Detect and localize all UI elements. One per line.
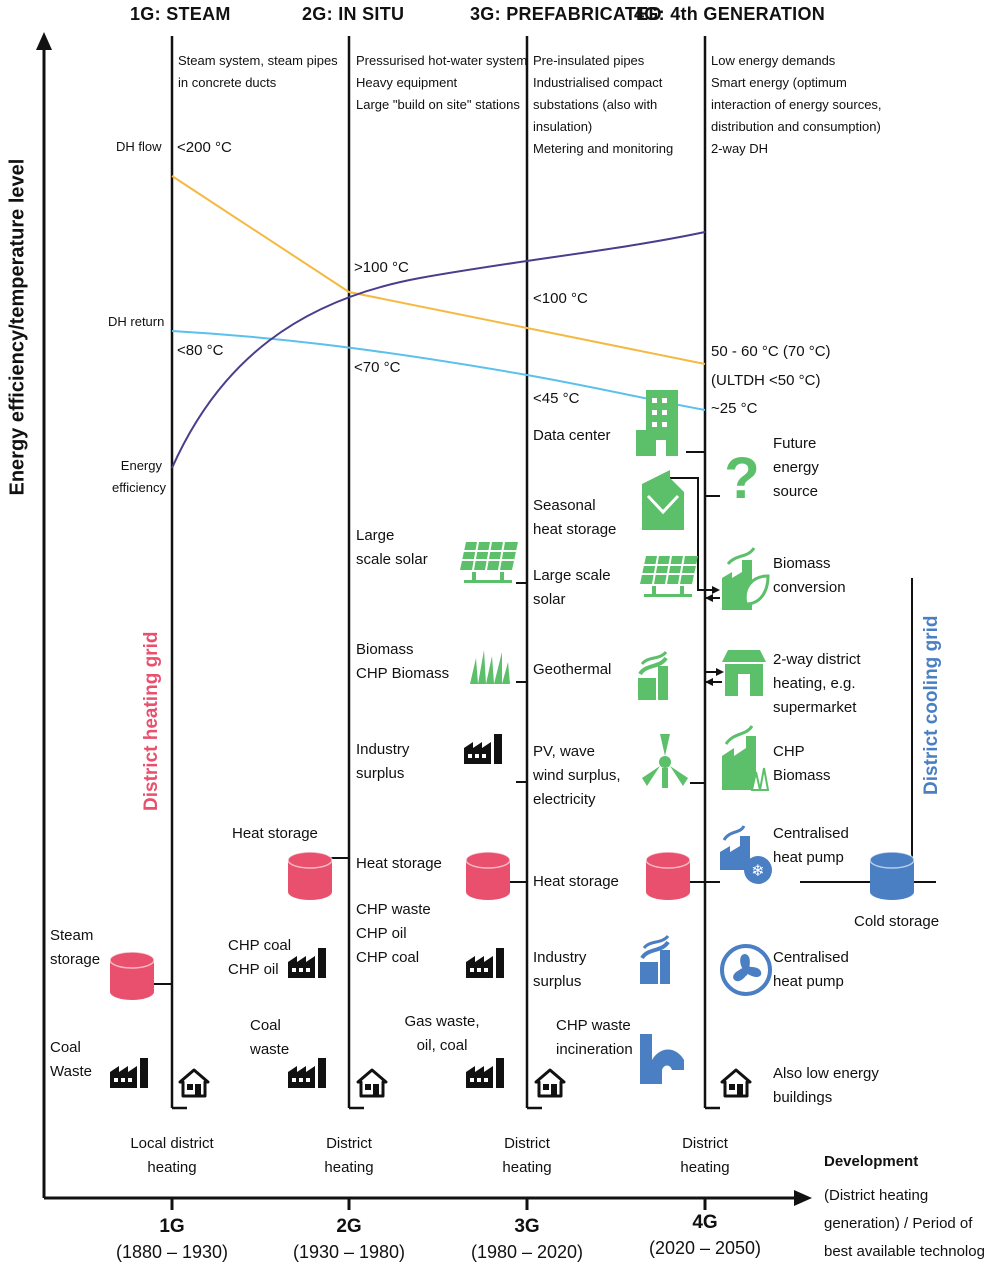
- g3-large-solar-label: Large scale solar: [356, 527, 428, 568]
- description-1g: Steam system, steam pipes in concrete du…: [178, 53, 338, 90]
- network-3g: District heating: [502, 1135, 552, 1176]
- industry-factory-icon: [464, 734, 502, 764]
- heat-storage-icon: [645, 851, 691, 901]
- geothermal-label: Geothermal: [533, 661, 612, 678]
- supermarket-icon: [722, 650, 766, 696]
- x-axis-label-bold: Development: [824, 1153, 919, 1170]
- y-axis-label: Energy efficiency/temperature level: [6, 158, 29, 496]
- g4-large-solar-label: Large scale solar: [533, 567, 611, 608]
- header-1g: 1G: STEAM: [130, 4, 231, 24]
- g3-gas-waste-label: Gas waste, oil, coal: [404, 1013, 480, 1054]
- coal-waste-label: Coal Waste: [50, 1039, 92, 1080]
- temp-g3-flow: <100 °C: [533, 290, 588, 307]
- bottom-label-4g: 4G: [692, 1212, 718, 1233]
- house-icon: [534, 1068, 566, 1098]
- description-2g: Pressurised hot-water system Heavy equip…: [356, 53, 528, 112]
- chp-biomass-label: CHP Biomass: [773, 743, 831, 784]
- x-axis-label-rest: (District heating generation) / Period o…: [824, 1187, 984, 1260]
- house-icon: [178, 1068, 210, 1098]
- temp-g2-return: <70 °C: [354, 359, 401, 376]
- chp-biomass-icon: [722, 725, 770, 791]
- question-mark-icon: ?: [724, 446, 759, 511]
- period-4g: (2020 – 2050): [648, 1238, 762, 1258]
- dh-flow-line: [171, 175, 706, 365]
- fan-heat-pump-icon: [720, 944, 772, 996]
- factory-icon: [288, 948, 326, 978]
- data-center-icon: [636, 390, 678, 456]
- chp-coal-oil-label: CHP coal CHP oil: [228, 937, 292, 978]
- g3-biomass-label: Biomass CHP Biomass: [356, 641, 450, 682]
- g4-industry-surplus-label: Industry surplus: [533, 949, 587, 990]
- g4-heat-storage-label: Heat storage: [533, 873, 619, 890]
- steam-storage-label: Steam storage: [50, 927, 101, 968]
- factory-icon: [466, 1058, 504, 1088]
- heat-storage-icon: [465, 851, 511, 901]
- pv-wave-label: PV, wave wind surplus, electricity: [533, 743, 621, 808]
- g2-coal-waste-label: Coal waste: [250, 1017, 290, 1058]
- header-2g: 2G: IN SITU: [302, 4, 405, 24]
- steam-storage-icon: [109, 951, 155, 1001]
- bottom-label-1g: 1G: [159, 1216, 185, 1237]
- waste-incineration-icon: [640, 1034, 684, 1084]
- solar-panel-icon: [639, 555, 699, 598]
- dh-flow-label: DH flow: [116, 139, 162, 154]
- svg-text:❄: ❄: [751, 861, 764, 880]
- network-2g: District heating: [324, 1135, 374, 1176]
- temp-g3-return: <45 °C: [533, 390, 580, 407]
- temp-g4-return: ~25 °C: [711, 400, 758, 417]
- header-3g: 3G: PREFABRICATED: [470, 4, 662, 24]
- house-icon: [720, 1068, 752, 1098]
- biomass-conversion-label: Biomass conversion: [773, 555, 846, 596]
- temp-g2-flow: >100 °C: [354, 259, 409, 276]
- network-4g: District heating: [680, 1135, 730, 1176]
- solar-panel-icon: [459, 541, 519, 584]
- factory-icon: [110, 1058, 148, 1088]
- bottom-label-3g: 3G: [514, 1216, 540, 1237]
- description-4g: Low energy demands Smart energy (optimum…: [711, 53, 882, 156]
- efficiency-curve: [171, 231, 706, 469]
- biomass-icon: [470, 650, 510, 684]
- temp-g1-flow: <200 °C: [177, 139, 232, 156]
- temp-g4-ultdh: (ULTDH <50 °C): [711, 372, 821, 389]
- seasonal-storage-icon: [642, 470, 684, 530]
- temp-g4-flow: 50 - 60 °C (70 °C): [711, 343, 831, 360]
- biomass-conversion-icon: [722, 547, 770, 610]
- g3-heat-storage-label: Heat storage: [356, 855, 442, 872]
- temp-g1-return: <80 °C: [177, 342, 224, 359]
- g3-chp-waste-label: CHP waste CHP oil CHP coal: [356, 901, 431, 966]
- heat-storage-icon: [287, 851, 333, 901]
- wind-turbine-icon: [642, 734, 688, 788]
- factory-icon: [466, 948, 504, 978]
- heat-pump-snowflake-icon: ❄: [720, 825, 772, 884]
- dh-return-label: DH return: [108, 314, 165, 329]
- cold-storage-icon: [869, 851, 915, 901]
- centralised-heat-pump-1-label: Centralised heat pump: [773, 825, 849, 866]
- seasonal-heat-storage-label: Seasonal heat storage: [533, 497, 617, 538]
- data-center-label: Data center: [533, 427, 611, 444]
- house-icon: [356, 1068, 388, 1098]
- header-4g: 4G: 4th GENERATION: [634, 4, 826, 24]
- two-way-dh-label: 2-way district heating, e.g. supermarket: [773, 651, 861, 716]
- energy-efficiency-label: Energy efficiency: [112, 458, 166, 495]
- geothermal-plant-icon: [636, 650, 670, 702]
- chp-waste-incineration-label: CHP waste incineration: [556, 1017, 633, 1058]
- network-1g: Local district heating: [130, 1135, 214, 1176]
- low-energy-buildings-label: Also low energy buildings: [773, 1065, 879, 1106]
- period-1g: (1880 – 1930): [115, 1242, 229, 1262]
- district-heating-grid-label: District heating grid: [141, 631, 162, 811]
- future-energy-label: Future energy source: [773, 435, 819, 500]
- bottom-label-2g: 2G: [336, 1216, 362, 1237]
- district-cooling-grid-label: District cooling grid: [921, 615, 942, 795]
- description-3g: Pre-insulated pipes Industrialised compa…: [533, 53, 674, 156]
- g3-industry-surplus-label: Industry surplus: [356, 741, 410, 782]
- dh-return-line: [171, 330, 706, 411]
- factory-icon: [288, 1058, 326, 1088]
- centralised-heat-pump-2-label: Centralised heat pump: [773, 949, 849, 990]
- period-2g: (1930 – 1980): [292, 1242, 406, 1262]
- period-3g: (1980 – 2020): [470, 1242, 584, 1262]
- g2-heat-storage-label: Heat storage: [232, 825, 318, 842]
- industry-plant-icon: [638, 934, 672, 986]
- cold-storage-label: Cold storage: [854, 913, 940, 930]
